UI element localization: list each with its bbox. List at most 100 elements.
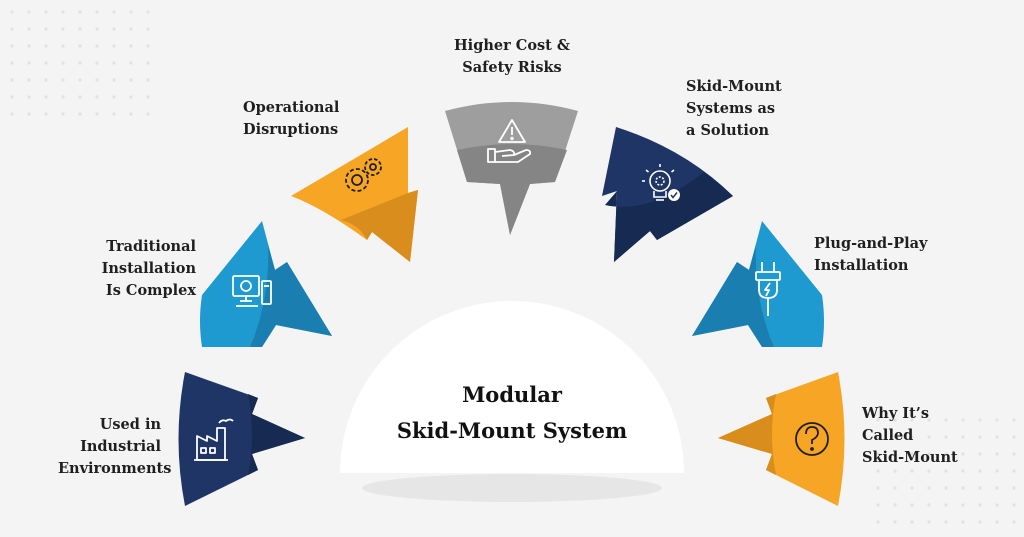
- decorative-dot: [61, 78, 65, 82]
- decorative-dot: [927, 486, 931, 490]
- decorative-dot: [910, 418, 914, 422]
- decorative-dot: [44, 95, 48, 99]
- plug-icon: [755, 262, 781, 316]
- decorative-dot: [44, 44, 48, 48]
- label-industrial-line: Environments: [58, 460, 172, 477]
- decorative-dot: [910, 486, 914, 490]
- decorative-dot: [876, 435, 880, 439]
- decorative-dot: [27, 112, 31, 116]
- label-cost: Higher Cost & Safety Risks: [432, 35, 592, 79]
- segment-operational: [291, 127, 418, 262]
- decorative-dot: [95, 112, 99, 116]
- lightbulb-gear-icon: [642, 164, 680, 201]
- gears-icon: [345, 158, 382, 192]
- decorative-dot: [995, 452, 999, 456]
- label-traditional-line: Is Complex: [105, 282, 196, 299]
- decorative-dot: [961, 520, 965, 524]
- decorative-dot: [927, 469, 931, 473]
- label-solution: Skid-Mount Systems as a Solution: [686, 76, 782, 142]
- segment-why: [718, 372, 845, 506]
- decorative-dot: [27, 27, 31, 31]
- decorative-dot: [978, 452, 982, 456]
- decorative-dot: [44, 27, 48, 31]
- decorative-dot: [944, 520, 948, 524]
- decorative-dot: [112, 61, 116, 65]
- decorative-dot: [95, 27, 99, 31]
- label-why-line: Called: [862, 427, 914, 444]
- decorative-dot: [61, 27, 65, 31]
- label-solution-line: a Solution: [686, 122, 770, 139]
- decorative-dot: [944, 418, 948, 422]
- label-plugplay-line: Installation: [814, 257, 909, 274]
- decorative-dot: [995, 435, 999, 439]
- label-why-line: Why It’s: [862, 405, 929, 422]
- decorative-dot: [61, 112, 65, 116]
- decorative-dot: [978, 469, 982, 473]
- decorative-dot: [927, 503, 931, 507]
- decorative-dot: [944, 486, 948, 490]
- label-traditional-line: Traditional: [106, 238, 196, 255]
- decorative-dot: [112, 95, 116, 99]
- label-solution-line: Skid-Mount: [686, 78, 782, 95]
- decorative-dot: [129, 78, 133, 82]
- decorative-dot: [78, 27, 82, 31]
- decorative-dot: [893, 469, 897, 473]
- decorative-dot: [146, 44, 150, 48]
- hand-warning-icon: [487, 119, 532, 163]
- decorative-dot: [112, 78, 116, 82]
- label-industrial: Used in Industrial Environments: [58, 414, 172, 480]
- decorative-dot: [129, 112, 133, 116]
- label-operational-line: Operational: [243, 99, 340, 116]
- decorative-dot: [129, 61, 133, 65]
- decorative-dot: [95, 44, 99, 48]
- decorative-dot: [27, 44, 31, 48]
- decorative-dot: [95, 95, 99, 99]
- decorative-dot: [10, 112, 14, 116]
- decorative-dot: [978, 418, 982, 422]
- decorative-dot: [1012, 418, 1016, 422]
- decorative-dot: [995, 503, 999, 507]
- decorative-dot: [910, 469, 914, 473]
- decorative-dot: [910, 503, 914, 507]
- decorative-dot-grid: [10, 10, 150, 116]
- label-why-line: Skid-Mount: [862, 449, 958, 466]
- decorative-dot: [44, 112, 48, 116]
- label-traditional: Traditional Installation Is Complex: [98, 236, 196, 302]
- decorative-dot: [927, 452, 931, 456]
- decorative-dot: [27, 10, 31, 14]
- decorative-dot: [44, 61, 48, 65]
- decorative-dot: [10, 44, 14, 48]
- decorative-dot: [129, 27, 133, 31]
- decorative-dot: [146, 95, 150, 99]
- decorative-dot: [1012, 469, 1016, 473]
- decorative-dot: [146, 61, 150, 65]
- label-why: Why It’s Called Skid-Mount: [862, 403, 958, 469]
- decorative-dot: [876, 418, 880, 422]
- center-shadow: [362, 474, 662, 502]
- decorative-dot: [95, 78, 99, 82]
- decorative-dot: [995, 469, 999, 473]
- decorative-dot: [978, 486, 982, 490]
- decorative-dot: [112, 112, 116, 116]
- decorative-dot: [27, 95, 31, 99]
- decorative-dot: [78, 44, 82, 48]
- decorative-dot: [1012, 486, 1016, 490]
- decorative-dot: [78, 112, 82, 116]
- decorative-dot: [944, 452, 948, 456]
- decorative-dot: [961, 435, 965, 439]
- computer-gear-icon: [232, 275, 272, 307]
- decorative-dot: [61, 61, 65, 65]
- decorative-dot: [893, 418, 897, 422]
- decorative-dot: [944, 503, 948, 507]
- label-cost-line: Safety Risks: [462, 59, 562, 76]
- decorative-dot: [112, 27, 116, 31]
- label-solution-line: Systems as: [686, 100, 776, 117]
- label-cost-line: Higher Cost &: [453, 37, 570, 54]
- decorative-dot: [1012, 452, 1016, 456]
- decorative-dot: [876, 452, 880, 456]
- center-title-line-2: Skid-Mount System: [396, 418, 628, 443]
- decorative-dot: [10, 27, 14, 31]
- decorative-dot: [129, 10, 133, 14]
- label-operational: Operational Disruptions: [243, 97, 339, 141]
